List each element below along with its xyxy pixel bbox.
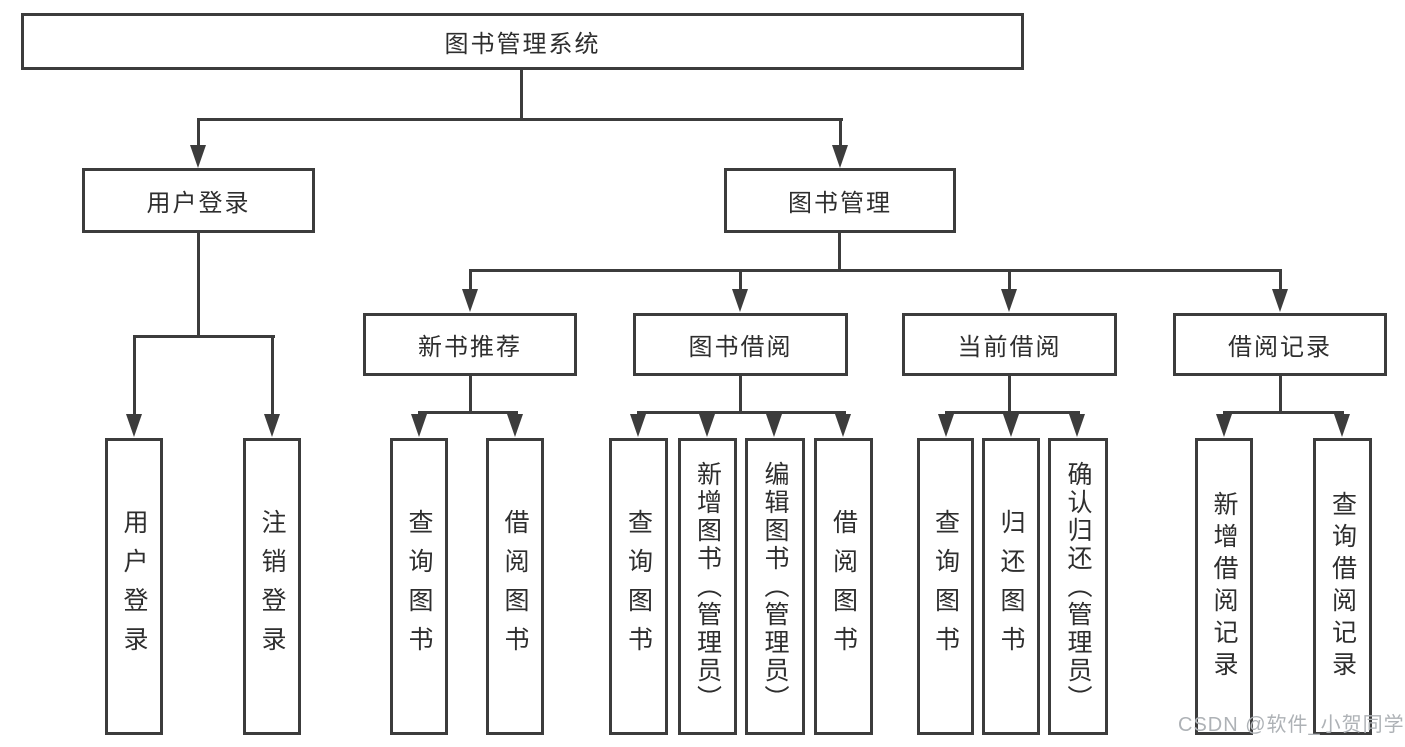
connector-line: [1279, 376, 1282, 414]
connector-line: [839, 120, 842, 147]
connector-line: [838, 233, 841, 272]
leaf-borrowing-add-books-admin: 新增图书（管理员）: [678, 438, 737, 735]
arrow-down-icon: [699, 414, 715, 437]
arrow-down-icon: [1272, 289, 1288, 312]
connector-line: [520, 69, 523, 120]
arrow-down-icon: [766, 414, 782, 437]
leaf-records-query-record: 查询借阅记录: [1313, 438, 1372, 735]
arrow-down-icon: [1001, 289, 1017, 312]
connector-line: [133, 337, 136, 414]
connector-line: [197, 120, 200, 147]
arrow-down-icon: [1003, 414, 1019, 437]
leaf-user-login: 用户登录: [105, 438, 163, 735]
arrow-down-icon: [462, 289, 478, 312]
node-root-library-system: 图书管理系统: [21, 13, 1024, 70]
node-new-book-recommend: 新书推荐: [363, 313, 577, 376]
connector-line: [637, 411, 846, 414]
leaf-current-query-books: 查询图书: [917, 438, 974, 735]
leaf-newbook-query-books: 查询图书: [390, 438, 448, 735]
arrow-down-icon: [732, 289, 748, 312]
leaf-records-add-record: 新增借阅记录: [1195, 438, 1253, 735]
arrow-down-icon: [190, 145, 206, 168]
connector-line: [197, 118, 843, 121]
arrow-down-icon: [630, 414, 646, 437]
arrow-down-icon: [835, 414, 851, 437]
connector-line: [739, 376, 742, 414]
connector-line: [469, 376, 472, 414]
connector-line: [739, 271, 742, 291]
leaf-current-return-books: 归还图书: [982, 438, 1040, 735]
connector-line: [1008, 376, 1011, 414]
arrow-down-icon: [411, 414, 427, 437]
node-user-login: 用户登录: [82, 168, 315, 233]
arrow-down-icon: [507, 414, 523, 437]
node-current-borrowing: 当前借阅: [902, 313, 1117, 376]
arrow-down-icon: [1216, 414, 1232, 437]
leaf-borrowing-query-books: 查询图书: [609, 438, 668, 735]
node-book-management: 图书管理: [724, 168, 956, 233]
connector-line: [271, 337, 274, 414]
arrow-down-icon: [1069, 414, 1085, 437]
node-book-borrowing: 图书借阅: [633, 313, 848, 376]
arrow-down-icon: [1334, 414, 1350, 437]
arrow-down-icon: [938, 414, 954, 437]
connector-line: [469, 271, 472, 291]
watermark: CSDN @软件_小贺同学: [1178, 714, 1405, 736]
leaf-borrowing-borrow-books: 借阅图书: [814, 438, 873, 735]
arrow-down-icon: [126, 414, 142, 437]
arrow-down-icon: [264, 414, 280, 437]
leaf-borrowing-edit-books-admin: 编辑图书（管理员）: [745, 438, 805, 735]
leaf-newbook-borrow-books: 借阅图书: [486, 438, 544, 735]
node-borrowing-records: 借阅记录: [1173, 313, 1387, 376]
connector-line: [1279, 271, 1282, 291]
connector-line: [945, 411, 1080, 414]
connector-line: [418, 411, 518, 414]
connector-line: [1223, 411, 1344, 414]
connector-line: [133, 335, 275, 338]
leaf-logout: 注销登录: [243, 438, 301, 735]
connector-line: [1008, 271, 1011, 291]
connector-line: [197, 233, 200, 338]
connector-line: [469, 269, 1282, 272]
arrow-down-icon: [832, 145, 848, 168]
leaf-current-confirm-return-admin: 确认归还（管理员）: [1048, 438, 1108, 735]
